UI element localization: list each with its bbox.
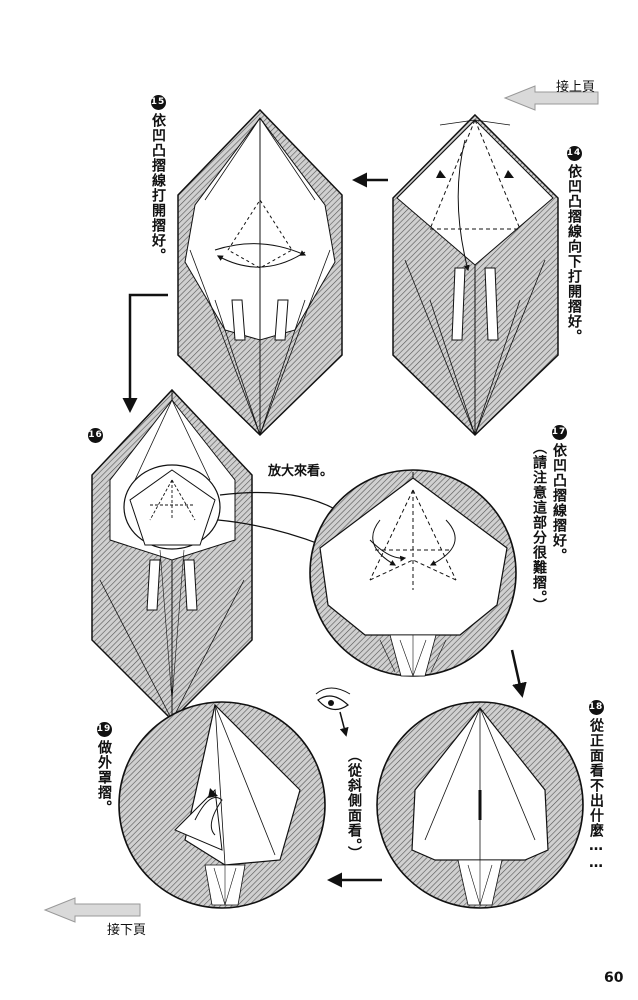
step15-number: 15 <box>150 95 166 110</box>
step15-figure <box>177 108 343 437</box>
step18-label: 18 從正面看不出什麼…… <box>588 700 604 872</box>
step18-text: 從正面看不出什麼…… <box>588 718 604 872</box>
step14-text: 依凹凸摺線向下打開摺好。 <box>566 164 582 344</box>
step15-text: 依凹凸摺線打開摺好。 <box>150 113 166 263</box>
side-view-note: （從斜側面看。） <box>346 748 362 861</box>
eye-icon <box>315 687 351 737</box>
step19-text: 做外罩摺。 <box>96 740 112 815</box>
step17-note: （請注意這部分很難摺。） <box>531 440 547 613</box>
step19-number: 19 <box>96 722 112 737</box>
step14-number: 14 <box>566 146 582 161</box>
next-page-label[interactable]: 接下頁 <box>107 923 147 938</box>
step14-label: 14 依凹凸摺線向下打開摺好。 <box>566 146 582 344</box>
step17-figure <box>309 469 517 677</box>
step16-figure <box>91 388 346 722</box>
step18-figure <box>376 701 584 909</box>
step14-figure <box>392 113 559 437</box>
step17-text: 依凹凸摺線摺好。 <box>551 443 567 563</box>
prev-page-label[interactable]: 接上頁 <box>556 80 596 95</box>
step19-figure <box>118 701 326 909</box>
step16-label: 16 <box>88 428 103 446</box>
step19-label: 19 做外罩摺。 <box>96 722 112 815</box>
step17-number: 17 <box>551 425 567 440</box>
step-arrow-17-18 <box>510 649 527 698</box>
step18-number: 18 <box>588 700 604 715</box>
step15-label: 15 依凹凸摺線打開摺好。 <box>150 95 166 263</box>
step17-label: 17 依凹凸摺線摺好。 <box>551 425 567 563</box>
step-arrow-15-16 <box>122 293 168 413</box>
prev-page-arrow-icon <box>503 85 599 111</box>
page-number: 60 <box>604 970 624 986</box>
step16-number: 16 <box>88 428 103 443</box>
zoom-label: 放大來看。 <box>268 464 334 479</box>
next-page-arrow-icon <box>43 897 141 923</box>
